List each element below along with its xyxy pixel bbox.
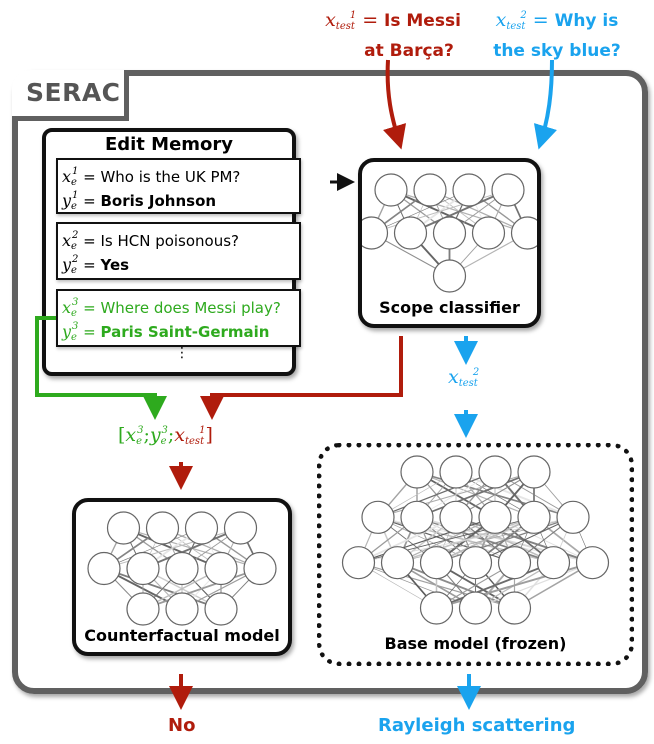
test-input-2-text-2: the sky blue?	[493, 41, 621, 61]
network-node	[517, 455, 551, 489]
memory-entry-highlighted: xe3 = Where does Messi play? ye3 = Paris…	[56, 289, 301, 347]
test-input-1-eq: =	[362, 9, 379, 31]
network-node	[165, 592, 199, 626]
network-node	[452, 173, 486, 207]
scope-classifier-label: Scope classifier	[379, 298, 520, 317]
memory-entry-answer: ye1 = Boris Johnson	[62, 190, 217, 212]
scope-classifier-network-icon	[362, 173, 537, 293]
network-node	[145, 511, 180, 545]
base-model-box: Base model (frozen)	[317, 443, 634, 666]
base-output: Rayleigh scattering	[378, 715, 576, 736]
network-node	[165, 551, 199, 586]
network-node	[361, 500, 395, 534]
network-edge	[103, 527, 241, 569]
network-edge	[371, 189, 509, 234]
network-node	[432, 216, 467, 250]
counterfactual-network-icon	[87, 511, 277, 626]
memory-entry-question: xe1 = Who is the UK PM?	[62, 166, 241, 188]
network-edge	[357, 516, 496, 564]
test-input-2: xtest2 = Why is the sky blue?	[482, 4, 632, 63]
network-node	[400, 455, 434, 489]
network-node	[243, 551, 277, 586]
network-edge	[371, 189, 470, 234]
memory-entry: xe2 = Is HCN poisonous? ye2 = Yes	[56, 222, 301, 280]
network-node	[126, 592, 160, 626]
memory-entry-question: xe3 = Where does Messi play?	[62, 297, 281, 319]
serac-frame	[12, 70, 648, 694]
network-edge	[142, 527, 242, 570]
network-edge	[435, 561, 555, 609]
base-network-icon	[341, 455, 610, 625]
network-node	[204, 551, 238, 586]
scope-classifier-box: Scope classifier	[358, 158, 541, 328]
test-input-2-var: xtest2	[495, 9, 527, 32]
network-node	[439, 455, 473, 489]
memory-entry-answer: ye3 = Paris Saint-Germain	[62, 321, 270, 343]
network-edge	[103, 527, 202, 569]
network-edge	[377, 471, 496, 518]
test-input-1-var: xtest1	[325, 9, 357, 32]
network-edge	[474, 516, 574, 564]
network-node	[458, 591, 493, 625]
network-node	[517, 500, 551, 534]
network-node	[471, 216, 506, 250]
test-input-2-text-1: Why is	[554, 11, 619, 31]
network-node	[497, 546, 532, 580]
network-node	[223, 511, 258, 545]
serac-tab	[12, 70, 129, 121]
network-edge	[142, 567, 261, 610]
network-node	[419, 591, 454, 625]
network-edge	[474, 562, 594, 609]
network-node	[126, 551, 160, 586]
network-node	[478, 455, 512, 489]
network-node	[204, 592, 238, 626]
network-node	[439, 500, 473, 534]
network-node	[497, 591, 532, 625]
network-node	[184, 511, 219, 545]
edit-memory-title: Edit Memory	[104, 134, 234, 155]
network-node	[380, 546, 415, 580]
test-input-2-eq: =	[532, 9, 549, 31]
network-node	[510, 216, 537, 250]
network-edge	[357, 516, 457, 564]
routed-input-label: xtest2	[448, 366, 480, 389]
counterfactual-model-label: Counterfactual model	[84, 626, 280, 645]
network-node	[393, 216, 428, 250]
network-node	[362, 216, 389, 250]
network-node	[536, 546, 571, 580]
network-node	[432, 259, 467, 293]
memory-entry-question: xe2 = Is HCN poisonous?	[62, 230, 240, 252]
counterfactual-output: No	[168, 715, 196, 736]
network-node	[400, 500, 434, 534]
serac-label: SERAC	[26, 78, 121, 107]
network-node	[575, 546, 610, 580]
network-node	[413, 173, 447, 207]
network-node	[458, 546, 493, 580]
memory-entry-answer: ye2 = Yes	[62, 254, 130, 276]
network-node	[556, 500, 590, 534]
counterfactual-model-box: Counterfactual model	[72, 498, 292, 656]
network-node	[87, 551, 121, 586]
memory-entry: xe1 = Who is the UK PM? ye1 = Boris John…	[56, 158, 301, 214]
network-edge	[409, 189, 509, 234]
test-input-1-text-1: Is Messi	[384, 11, 461, 31]
network-node	[341, 546, 376, 580]
test-input-1: xtest1 = Is Messi at Barça?	[318, 4, 468, 63]
network-edge	[435, 516, 574, 564]
base-model-label: Base model (frozen)	[384, 634, 567, 653]
network-node	[374, 173, 408, 207]
concat-input: [xe3;ye3;xtest1]	[118, 424, 213, 447]
test-input-1-text-2: at Barça?	[364, 41, 454, 61]
more-entries-ellipsis: ⋮	[175, 345, 189, 361]
network-edge	[416, 471, 535, 519]
network-node	[478, 500, 512, 534]
network-node	[419, 546, 454, 580]
network-node	[491, 173, 525, 207]
network-node	[106, 511, 141, 545]
